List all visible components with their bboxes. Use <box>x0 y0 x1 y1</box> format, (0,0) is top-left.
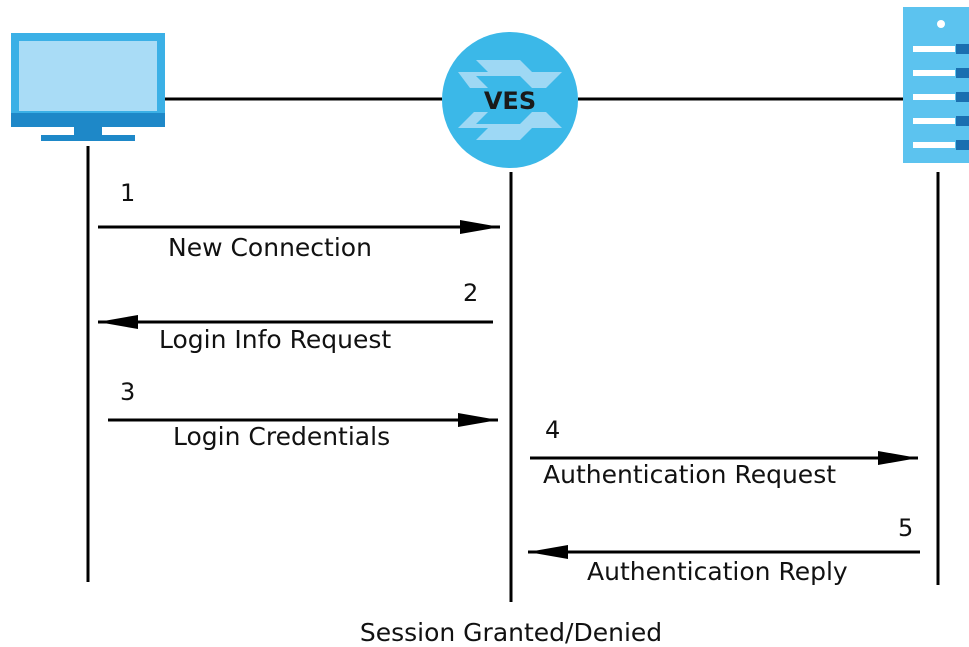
message-step-1: 1 New Connection <box>98 179 500 262</box>
step-label: Login Credentials <box>173 422 390 451</box>
message-step-4: 4 Authentication Request <box>530 416 918 489</box>
switch-label: VES <box>484 87 536 115</box>
server-tower-icon <box>903 7 969 163</box>
message-step-5: 5 Authentication Reply <box>528 514 920 586</box>
step-label: New Connection <box>168 233 372 262</box>
computer-monitor-icon <box>11 33 165 141</box>
step-number: 1 <box>120 179 135 207</box>
step-label: Login Info Request <box>159 325 391 354</box>
session-result-label: Session Granted/Denied <box>360 618 662 647</box>
step-number: 5 <box>898 514 913 542</box>
message-step-2: 2 Login Info Request <box>98 279 493 354</box>
network-switch-icon: VES <box>442 32 578 168</box>
step-label: Authentication Reply <box>587 557 848 586</box>
step-number: 4 <box>545 416 560 444</box>
message-step-3: 3 Login Credentials <box>108 378 498 451</box>
step-number: 3 <box>120 378 135 406</box>
step-label: Authentication Request <box>543 460 836 489</box>
step-number: 2 <box>463 279 478 307</box>
